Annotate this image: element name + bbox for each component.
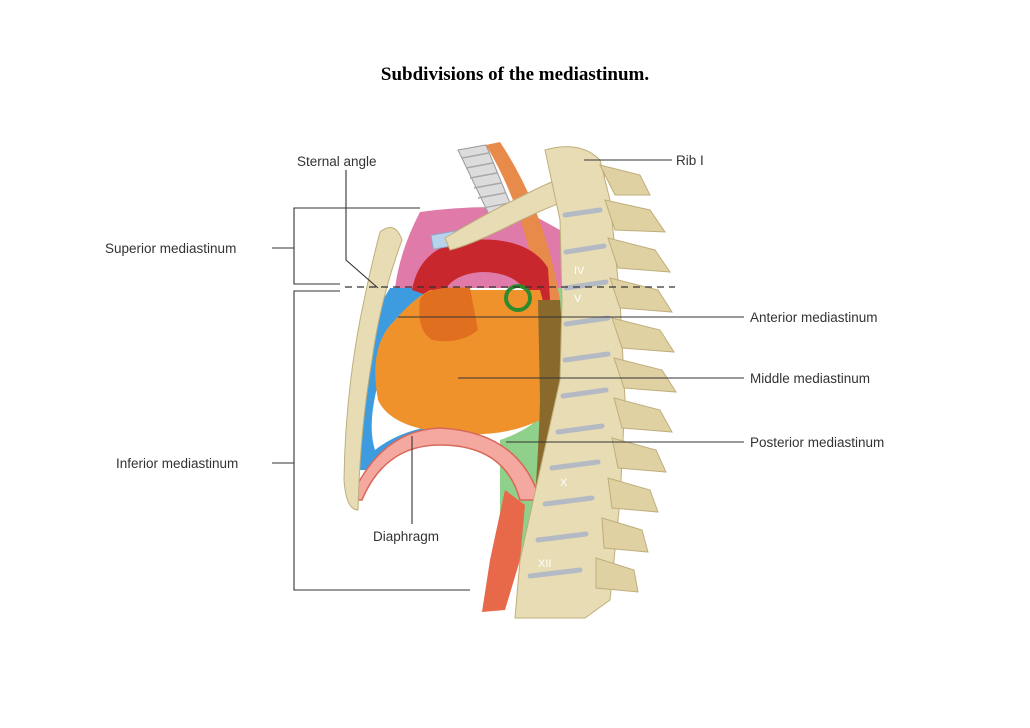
vertebral-column xyxy=(514,146,677,619)
vertebra-label-x: X xyxy=(560,477,568,489)
vertebra-label-i: I xyxy=(540,173,543,185)
label-diaphragm: Diaphragm xyxy=(373,529,439,544)
label-posterior-mediastinum: Posterior mediastinum xyxy=(750,435,884,450)
diaphragm-crus xyxy=(482,490,525,612)
label-inferior-mediastinum: Inferior mediastinum xyxy=(116,456,238,471)
vertebra-label-xii: XII xyxy=(538,558,551,570)
inferior-mediastinum-bracket xyxy=(293,290,470,591)
superior-mediastinum-bracket xyxy=(293,207,420,285)
heart-upper-lobe xyxy=(419,287,478,342)
page-title: Subdivisions of the mediastinum. xyxy=(380,64,650,85)
label-superior-mediastinum: Superior mediastinum xyxy=(105,241,236,256)
vertebra-label-v: V xyxy=(574,293,582,305)
aortic-arch xyxy=(412,239,550,300)
sternal-angle-leader xyxy=(345,170,379,289)
sternum xyxy=(343,227,403,511)
vertebra-label-iv: IV xyxy=(574,265,585,277)
anterior-mediastinum-region xyxy=(352,288,470,470)
label-anterior-mediastinum: Anterior mediastinum xyxy=(750,310,878,325)
middle-mediastinum-heart xyxy=(375,290,550,435)
label-middle-mediastinum: Middle mediastinum xyxy=(750,371,870,386)
label-sternal-angle: Sternal angle xyxy=(297,154,377,169)
label-rib-1: Rib I xyxy=(676,153,704,168)
left-bronchus xyxy=(504,284,532,312)
